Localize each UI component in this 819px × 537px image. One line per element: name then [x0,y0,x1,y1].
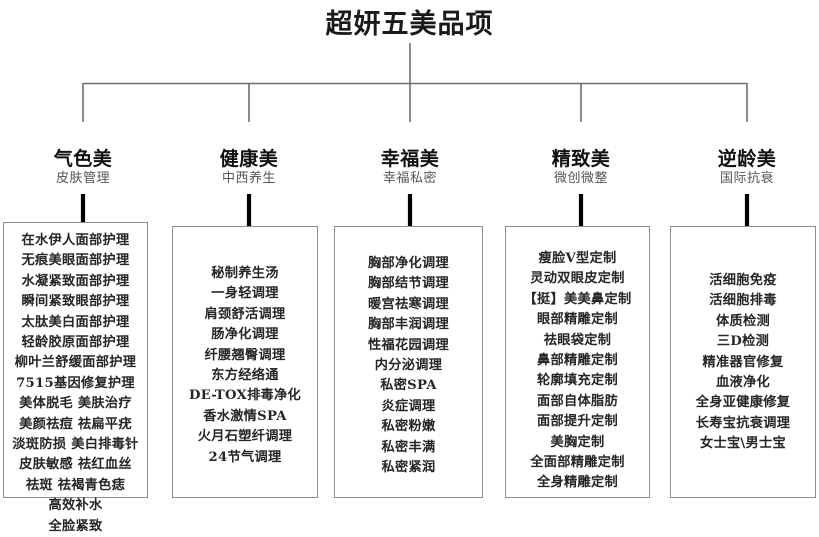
list-item[interactable]: 美体脱毛 美肤治疗 [19,396,132,412]
column-header-jiankangmei[interactable]: 健康美 中西养生 [174,148,324,187]
diagram-canvas: 超妍五美品项 气色美 皮肤管理 在水伊人面部护理 无痕美眼面部护理 水凝紧致面部… [3,9,819,534]
list-item[interactable]: 私密粉嫩 [381,419,436,435]
list-item[interactable]: 7515基因修复护理 [16,375,135,391]
list-item[interactable]: 一身轻调理 [211,286,279,302]
list-item[interactable]: 活细胞排毒 [709,293,777,309]
column-subtitle: 中西养生 [221,171,276,186]
column-header-xingfumei[interactable]: 幸福美 幸福私密 [335,148,485,187]
list-item[interactable]: 长寿宝抗衰调理 [695,415,791,431]
list-item[interactable]: 内分泌调理 [374,358,443,374]
list-item[interactable]: 血液净化 [716,375,770,391]
list-item[interactable]: 体质检测 [716,313,770,329]
list-item[interactable]: 在水伊人面部护理 [21,233,130,248]
list-item[interactable]: 轮廓填充定制 [537,373,618,389]
list-item[interactable]: 全面部精雕定制 [530,455,625,471]
list-item[interactable]: 暖宫祛寒调理 [368,296,449,312]
list-item[interactable]: 胸部净化调理 [368,256,449,271]
list-item[interactable]: 灵动双眼皮定制 [530,271,625,287]
list-item[interactable]: 私密丰满 [381,439,436,455]
page-title: 超妍五美品项 [325,9,494,40]
list-item[interactable]: 胸部丰润调理 [368,317,449,333]
list-item[interactable]: 香水激情SPA [203,408,287,424]
list-item[interactable]: 轻龄胶原面部护理 [21,335,130,351]
list-item[interactable]: 精准器官修复 [702,354,784,370]
list-item[interactable]: 炎症调理 [381,398,436,414]
list-item[interactable]: 全身亚健康修复 [695,395,791,411]
item-list: 秘制养生汤 一身轻调理 肩颈舒活调理 肠净化调理 纤腰翘臀调理 东方经络通 DE… [173,227,317,468]
column-header-nilingmei[interactable]: 逆龄美 国际抗衰 [672,148,819,187]
list-item[interactable]: 纤腰翘臀调理 [204,347,286,363]
item-list: 瘦脸V型定制 灵动双眼皮定制 【挺】美美鼻定制 眼部精雕定制 祛眼袋定制 鼻部精… [506,227,649,494]
list-item[interactable]: 祛眼袋定制 [543,332,612,348]
column-header-qisemei[interactable]: 气色美 皮肤管理 [8,148,158,187]
column-title: 精致美 [551,148,611,170]
list-item[interactable]: 胸部结节调理 [368,276,449,292]
list-item[interactable]: DE-TOX排毒净化 [188,388,302,404]
column-box-xingfumei[interactable]: 胸部净化调理 胸部结节调理 暖宫祛寒调理 胸部丰润调理 性福花园调理 内分泌调理… [334,226,483,498]
column-title: 幸福美 [380,148,440,170]
list-item[interactable]: 女士宝\男士宝 [699,436,787,452]
list-item[interactable]: 眼部精雕定制 [537,312,618,328]
list-item[interactable]: 面部自体脂肪 [537,393,618,409]
list-item[interactable]: 肩颈舒活调理 [204,306,286,322]
column-title: 气色美 [53,148,113,170]
list-item[interactable]: 祛斑 祛褐青色痣 [25,477,126,493]
list-item[interactable]: 柳叶兰舒缓面部护理 [14,355,137,371]
list-item[interactable]: 无痕美眼面部护理 [21,253,130,269]
column-box-jiankangmei[interactable]: 秘制养生汤 一身轻调理 肩颈舒活调理 肠净化调理 纤腰翘臀调理 东方经络通 DE… [172,226,318,498]
list-item[interactable]: 东方经络通 [211,368,279,384]
list-item[interactable]: 性福花园调理 [368,337,449,353]
list-item[interactable]: 美胸定制 [550,434,605,450]
list-item[interactable]: 高效补水 [48,498,103,514]
list-item[interactable]: 美颜祛痘 祛扁平疣 [19,416,132,432]
column-header-jingzhimei[interactable]: 精致美 微创微整 [506,148,656,187]
list-item[interactable]: 全脸紧致 [48,518,103,534]
connector-tree [80,43,750,227]
column-box-qisemei[interactable]: 在水伊人面部护理 无痕美眼面部护理 水凝紧致面部护理 瞬间紧致眼部护理 太肽美白… [3,222,148,534]
list-item[interactable]: 私密紧润 [381,460,436,476]
column-subtitle: 微创微整 [553,171,608,186]
list-item[interactable]: 活细胞免疫 [709,273,777,288]
list-item[interactable]: 鼻部精雕定制 [537,353,618,369]
column-subtitle: 皮肤管理 [55,171,110,186]
list-item[interactable]: 太肽美白面部护理 [21,314,130,330]
column-box-jingzhimei[interactable]: 瘦脸V型定制 灵动双眼皮定制 【挺】美美鼻定制 眼部精雕定制 祛眼袋定制 鼻部精… [505,226,650,498]
list-item[interactable]: 24节气调理 [208,449,282,465]
column-subtitle: 国际抗衰 [719,171,774,186]
item-list: 活细胞免疫 活细胞排毒 体质检测 三D检测 精准器官修复 血液净化 全身亚健康修… [671,227,815,455]
list-item[interactable]: 火月石塑纤调理 [197,429,293,445]
column-title: 逆龄美 [717,148,777,170]
list-item[interactable]: 瘦脸V型定制 [538,251,617,266]
list-item[interactable]: 水凝紧致面部护理 [21,273,130,289]
list-item[interactable]: 【挺】美美鼻定制 [523,291,632,307]
column-box-nilingmei[interactable]: 活细胞免疫 活细胞排毒 体质检测 三D检测 精准器官修复 血液净化 全身亚健康修… [670,226,816,498]
list-item[interactable]: 秘制养生汤 [211,266,279,281]
column-title: 健康美 [219,148,279,170]
list-item[interactable]: 私密SPA [380,378,437,394]
list-item[interactable]: 面部提升定制 [537,414,618,430]
list-item[interactable]: 皮肤敏感 祛红血丝 [19,457,132,473]
list-item[interactable]: 淡斑防损 美白排毒针 [12,437,139,453]
list-item[interactable]: 全身精雕定制 [537,475,618,491]
list-item[interactable]: 肠净化调理 [211,327,279,343]
item-list: 胸部净化调理 胸部结节调理 暖宫祛寒调理 胸部丰润调理 性福花园调理 内分泌调理… [335,227,482,478]
list-item[interactable]: 三D检测 [716,334,770,350]
item-list: 在水伊人面部护理 无痕美眼面部护理 水凝紧致面部护理 瞬间紧致眼部护理 太肽美白… [4,223,147,537]
list-item[interactable]: 瞬间紧致眼部护理 [21,294,130,310]
column-subtitle: 幸福私密 [382,171,437,186]
